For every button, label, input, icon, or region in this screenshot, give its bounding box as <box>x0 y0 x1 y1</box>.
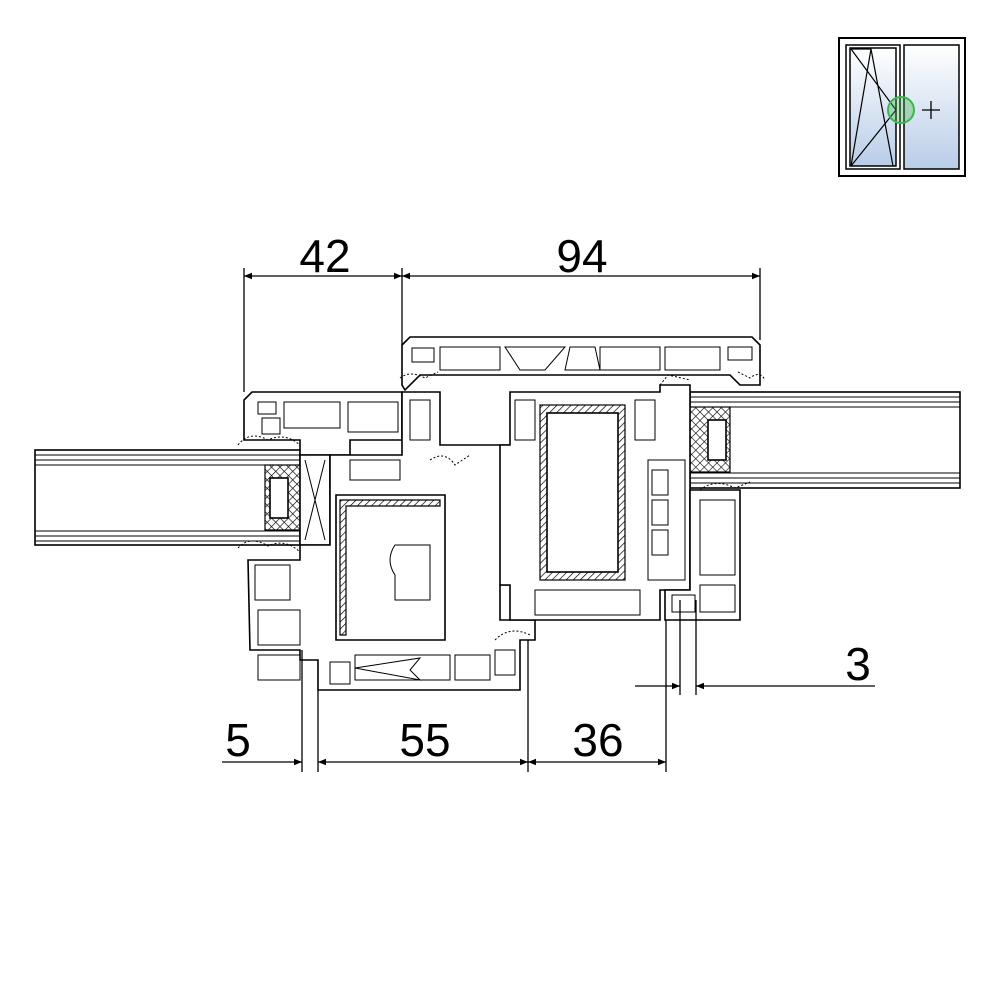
window-legend-icon <box>838 37 966 177</box>
right-sash-profile <box>499 374 691 621</box>
dimension-5: 5 <box>225 714 251 766</box>
mullion-cover-profile <box>399 336 766 392</box>
right-glazing <box>689 391 961 489</box>
dimension-36: 36 <box>572 714 623 766</box>
dimension-3: 3 <box>845 638 871 690</box>
right-frame-profile <box>664 481 751 621</box>
dimension-lines <box>222 268 875 772</box>
dimension-55: 55 <box>399 714 450 766</box>
left-sash-profile <box>237 391 403 553</box>
dimension-42: 42 <box>299 230 350 282</box>
left-glazing <box>34 449 301 546</box>
dimension-94: 94 <box>556 230 607 282</box>
